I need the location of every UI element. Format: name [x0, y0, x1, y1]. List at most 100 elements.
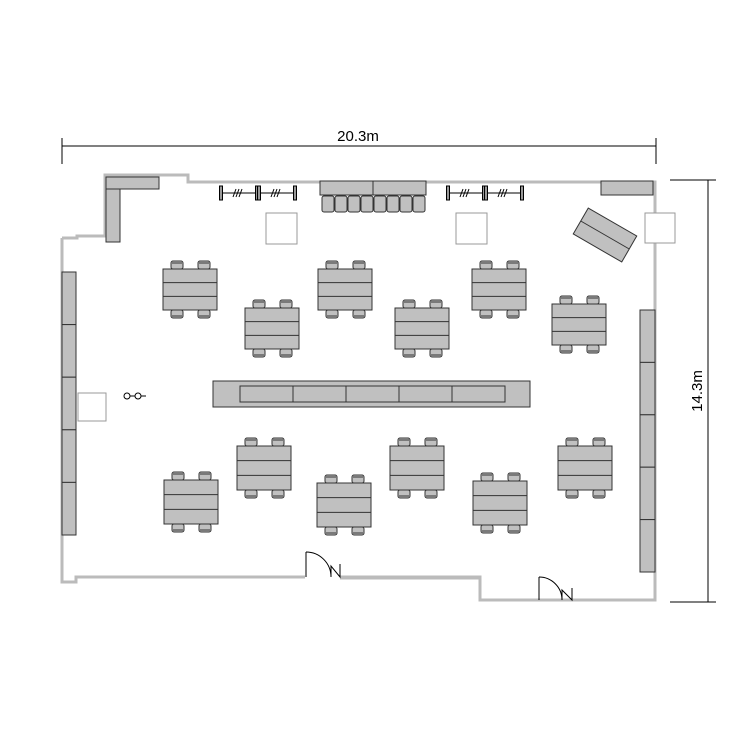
chair: [171, 471, 185, 481]
cabinet: [639, 361, 656, 416]
table-group[interactable]: [163, 471, 219, 533]
hash: [497, 188, 508, 198]
plate: [520, 185, 524, 201]
table: [236, 445, 292, 491]
barbell-rack: [446, 185, 524, 201]
table: [317, 268, 373, 311]
table-group[interactable]: [317, 260, 373, 319]
plate: [293, 185, 297, 201]
counter-segment: [398, 385, 453, 403]
table-group[interactable]: [472, 472, 528, 534]
cabinet: [600, 180, 654, 196]
table-group[interactable]: [316, 474, 372, 536]
table: [163, 479, 219, 525]
width-dimension: [61, 138, 657, 164]
table-group[interactable]: [551, 295, 607, 354]
cabinet: [61, 271, 77, 326]
shelf: [319, 180, 374, 196]
chair: [506, 260, 520, 270]
chair: [279, 299, 293, 309]
table-group[interactable]: [394, 299, 450, 358]
chair: [244, 489, 258, 499]
table: [389, 445, 445, 491]
table-group[interactable]: [557, 437, 613, 499]
height-label: 14.3m: [689, 370, 706, 412]
plate: [257, 185, 261, 201]
chair: [402, 299, 416, 309]
chair: [397, 489, 411, 499]
chair: [197, 309, 211, 319]
chair: [198, 523, 212, 533]
barbell-rack: [219, 185, 297, 201]
counter-segment: [239, 385, 294, 403]
table-group[interactable]: [471, 260, 527, 319]
chair: [399, 195, 413, 213]
chair: [271, 437, 285, 447]
table: [162, 268, 218, 311]
chair: [325, 309, 339, 319]
angled-desk: [572, 207, 638, 263]
hash: [459, 188, 470, 198]
width-label: 20.3m: [337, 128, 379, 145]
chair: [351, 474, 365, 484]
table-group[interactable]: [236, 437, 292, 499]
chair: [351, 526, 365, 536]
chair: [429, 348, 443, 358]
table-group[interactable]: [162, 260, 218, 319]
chair: [352, 309, 366, 319]
cabinet: [639, 309, 656, 363]
chair: [325, 260, 339, 270]
chair: [479, 309, 493, 319]
height-dimension: [670, 179, 716, 603]
cabinet: [639, 519, 656, 573]
chair: [479, 260, 493, 270]
chair: [373, 195, 387, 213]
pillar: [77, 392, 107, 422]
cabinet: [61, 324, 77, 378]
chair: [279, 348, 293, 358]
pillar: [265, 212, 298, 245]
chair: [424, 489, 438, 499]
table: [394, 307, 450, 350]
chair: [559, 295, 573, 305]
chair: [565, 489, 579, 499]
cabinet: [639, 466, 656, 521]
chair: [507, 524, 521, 534]
door-2[interactable]: [538, 576, 573, 602]
chair: [506, 309, 520, 319]
chair: [424, 437, 438, 447]
counter-segment: [345, 385, 400, 403]
shelf: [372, 180, 427, 196]
chair: [480, 472, 494, 482]
hash: [232, 188, 243, 198]
desk-divider: [580, 220, 630, 250]
cabinet: [105, 176, 160, 190]
chair: [565, 437, 579, 447]
chair: [198, 471, 212, 481]
chair: [171, 523, 185, 533]
chair: [397, 437, 411, 447]
cabinet: [639, 414, 656, 468]
chair: [360, 195, 374, 213]
table-group[interactable]: [244, 299, 300, 358]
pillar: [644, 212, 676, 244]
chair: [429, 299, 443, 309]
chair: [170, 260, 184, 270]
chair: [244, 437, 258, 447]
chair: [347, 195, 361, 213]
cabinet: [105, 188, 121, 243]
sink-icon: [123, 392, 146, 400]
pillar: [455, 212, 488, 245]
door-1[interactable]: [305, 551, 341, 579]
counter-segment: [292, 385, 347, 403]
table: [557, 445, 613, 491]
table-group[interactable]: [389, 437, 445, 499]
circle: [123, 392, 131, 400]
circle: [134, 392, 142, 400]
chair: [507, 472, 521, 482]
chair: [324, 526, 338, 536]
table: [244, 307, 300, 350]
cabinet: [61, 376, 77, 431]
chair: [386, 195, 400, 213]
